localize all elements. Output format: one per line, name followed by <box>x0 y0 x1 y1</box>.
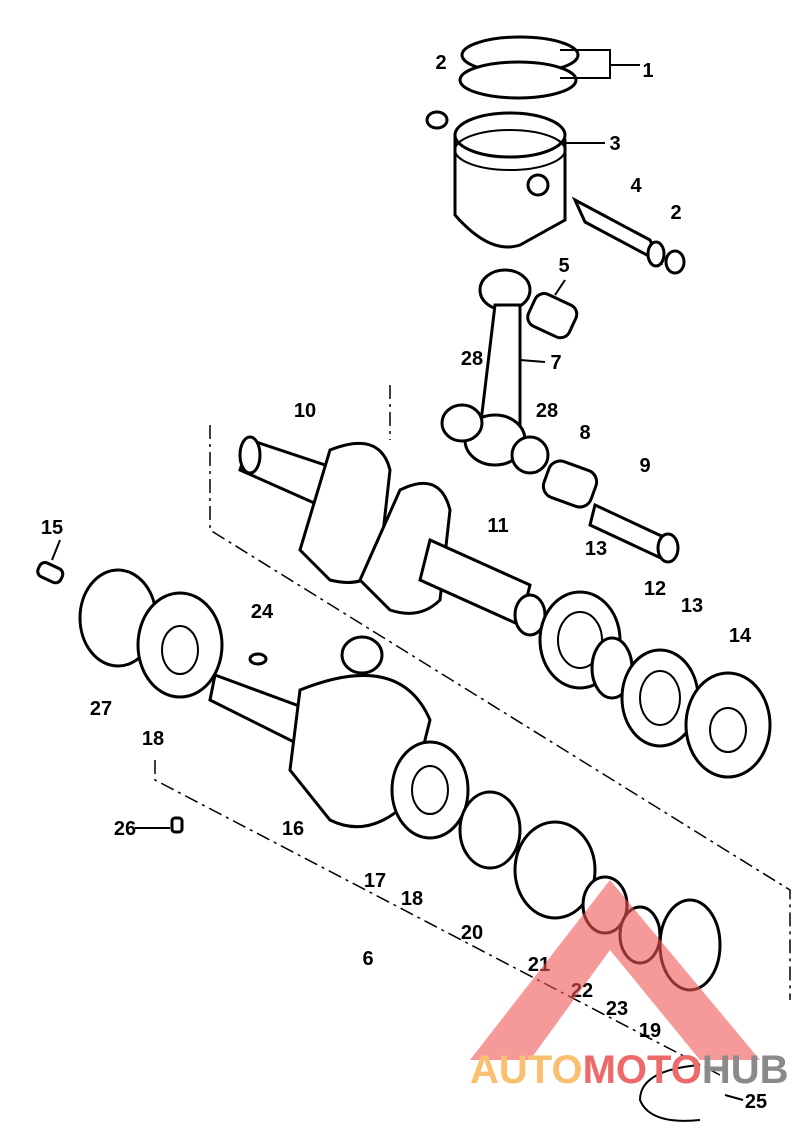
bearing-left <box>136 591 224 699</box>
callout-27: 27 <box>90 698 112 720</box>
bearing <box>390 740 470 840</box>
callout-23: 23 <box>606 998 628 1020</box>
callout-14: 14 <box>729 625 752 647</box>
crankshaft-half-left <box>238 435 392 584</box>
callout-1: 1 <box>642 60 653 82</box>
piston-pin <box>571 196 666 268</box>
callout-20: 20 <box>461 922 483 944</box>
big-end-bearing <box>541 459 599 509</box>
callout-10: 10 <box>294 400 316 422</box>
callout-28: 28 <box>461 348 483 370</box>
callout-25: 25 <box>745 1091 767 1113</box>
circlip <box>638 1064 701 1122</box>
callout-8: 8 <box>579 422 590 444</box>
circlip-right <box>664 249 686 275</box>
piston <box>453 111 567 249</box>
callout-9: 9 <box>639 455 650 477</box>
pin <box>170 816 184 834</box>
piston-rings <box>458 35 580 100</box>
seal <box>458 790 522 870</box>
key <box>248 652 268 666</box>
callout-17: 17 <box>364 870 386 892</box>
callout-7: 7 <box>550 352 561 374</box>
callout-12: 12 <box>644 578 666 600</box>
callout-15: 15 <box>41 517 63 539</box>
oil-seal <box>684 671 772 779</box>
callout-13: 13 <box>585 538 607 560</box>
callout-28b: 28 <box>536 400 558 422</box>
thrust-washer <box>440 403 484 443</box>
watermark-text: AUTOMOTOHUB <box>470 1048 789 1092</box>
callout-26: 26 <box>114 818 136 840</box>
callout-5: 5 <box>558 255 569 277</box>
crank-pin <box>588 502 680 564</box>
plug <box>36 561 65 585</box>
watermark-moto: MOTO <box>583 1048 702 1092</box>
callout-2: 2 <box>435 52 446 74</box>
callout-13b: 13 <box>681 595 703 617</box>
thrust-washer <box>510 435 550 475</box>
callout-18b: 18 <box>401 888 423 910</box>
circlip-left <box>425 110 449 130</box>
callout-16: 16 <box>282 818 304 840</box>
housing <box>513 820 597 920</box>
callout-6: 6 <box>362 948 373 970</box>
watermark-hub: HUB <box>702 1048 789 1092</box>
callout-2b: 2 <box>670 202 681 224</box>
callout-4: 4 <box>630 175 642 197</box>
small-end-bearing <box>526 292 579 340</box>
watermark-auto: AUTO <box>470 1048 583 1092</box>
watermark-logo <box>470 880 760 1060</box>
callout-24: 24 <box>251 601 274 623</box>
callout-11: 11 <box>487 515 508 537</box>
crankshaft-half-right <box>358 481 547 637</box>
callout-3: 3 <box>609 133 620 155</box>
callout-19: 19 <box>639 1020 661 1042</box>
callout-18: 18 <box>142 728 164 750</box>
